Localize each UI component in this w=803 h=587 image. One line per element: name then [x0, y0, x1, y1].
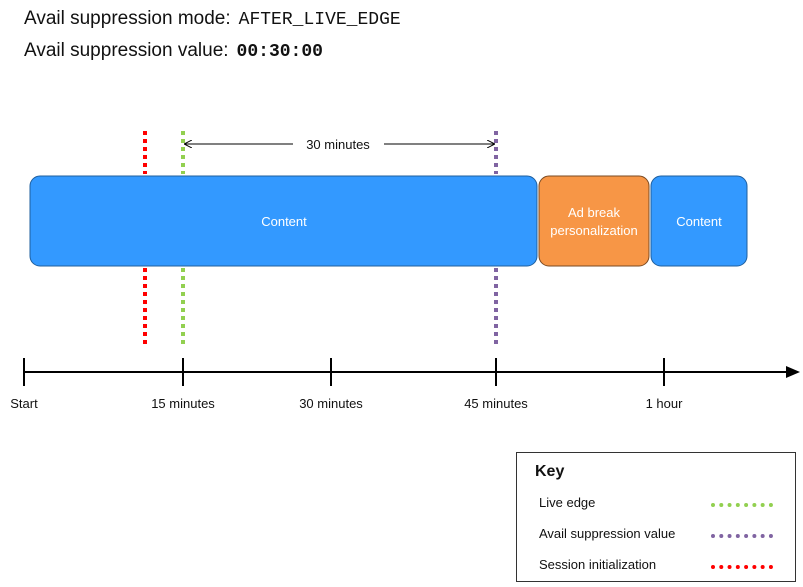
axis-label-60: 1 hour	[646, 396, 684, 411]
ad-break-label-line-1: Ad break	[568, 205, 621, 220]
ad-break-label-line-2: personalization	[550, 223, 637, 238]
suppression-mode-label: Avail suppression mode:	[24, 8, 231, 29]
content-segment-1	[29, 175, 538, 267]
legend-label-avail-suppression: Avail suppression value	[539, 526, 676, 541]
suppression-value-line: Avail suppression value: 00:30:00	[24, 40, 323, 62]
timeline-diagram: Content Ad break personalization Content…	[10, 131, 800, 411]
suppression-value-value: 00:30:00	[236, 42, 323, 62]
ad-break-segment	[538, 175, 650, 267]
content-segment-1-label: Content	[261, 214, 307, 229]
legend-label-session-initialization: Session initialization	[539, 557, 657, 572]
legend-title: Key	[535, 463, 565, 480]
axis-label-45: 45 minutes	[464, 396, 528, 411]
suppression-value-label: Avail suppression value:	[24, 40, 229, 61]
content-segment-2	[650, 175, 748, 267]
legend-item-session-initialization: Session initialization	[539, 557, 785, 577]
content-segment-2-label: Content	[676, 214, 722, 229]
suppression-mode-line: Avail suppression mode: AFTER_LIVE_EDGE	[24, 8, 401, 30]
suppression-mode-value: AFTER_LIVE_EDGE	[238, 10, 401, 30]
legend-box: Key Live edge Avail suppression value Se…	[516, 452, 796, 582]
legend-label-live-edge: Live edge	[539, 495, 596, 510]
legend-swatch-live-edge	[711, 503, 773, 507]
axis-label-15: 15 minutes	[151, 396, 215, 411]
legend-item-avail-suppression: Avail suppression value	[539, 526, 785, 546]
timeline-axis-arrowhead	[786, 366, 800, 378]
axis-label-30: 30 minutes	[299, 396, 363, 411]
legend-swatch-session-initialization	[711, 565, 773, 569]
span-label: 30 minutes	[306, 137, 370, 152]
legend-swatch-avail-suppression	[711, 534, 773, 538]
axis-label-start: Start	[10, 396, 38, 411]
legend-item-live-edge: Live edge	[539, 495, 785, 515]
